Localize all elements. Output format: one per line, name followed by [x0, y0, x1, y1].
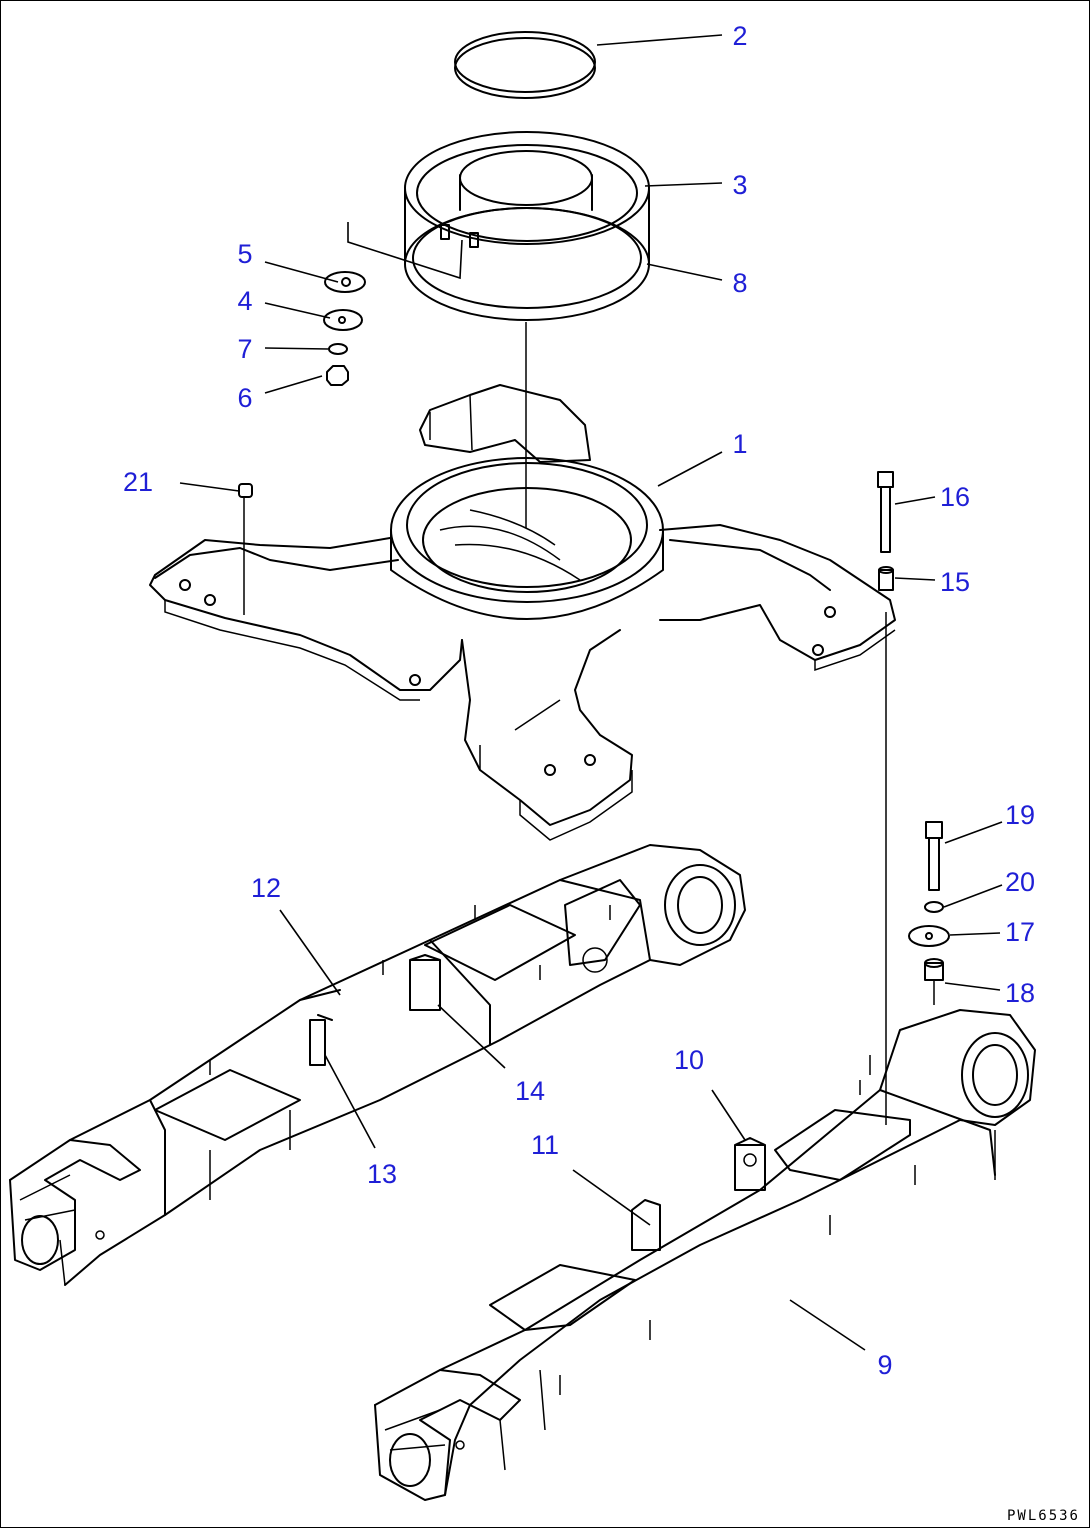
part-3-race — [404, 131, 650, 263]
leader-lines — [179, 34, 1003, 1351]
part-12-track-frame-left — [9, 844, 746, 1286]
callout-7: 7 — [237, 334, 252, 364]
part-16-bolt — [877, 471, 894, 553]
callout-14: 14 — [515, 1076, 545, 1106]
callout-11: 11 — [531, 1130, 559, 1160]
callout-20: 20 — [1005, 867, 1035, 897]
callout-3: 3 — [732, 170, 747, 200]
part-1-revolving-frame — [149, 384, 896, 841]
callout-2: 2 — [732, 21, 747, 51]
part-20-washer — [924, 901, 944, 913]
callout-18: 18 — [1005, 978, 1035, 1008]
callout-16: 16 — [940, 482, 970, 512]
callout-19: 19 — [1005, 800, 1035, 830]
part-2-ring — [454, 31, 596, 99]
part-8-bearing — [347, 207, 650, 321]
callout-6: 6 — [237, 383, 252, 413]
callout-12: 12 — [251, 873, 281, 903]
callout-15: 15 — [940, 567, 970, 597]
callout-4: 4 — [237, 286, 252, 316]
small-hardware-left — [323, 271, 366, 386]
callout-8: 8 — [732, 268, 747, 298]
callout-21: 21 — [123, 467, 153, 497]
part-9-track-frame-right — [374, 1009, 1036, 1501]
callout-13: 13 — [367, 1159, 397, 1189]
part-19-bolt — [925, 821, 943, 891]
callout-17: 17 — [1005, 917, 1035, 947]
callout-1: 1 — [732, 429, 747, 459]
part-15-spacer — [878, 566, 894, 591]
part-17-plate — [908, 925, 950, 947]
callout-10: 10 — [674, 1045, 704, 1075]
callout-5: 5 — [237, 239, 252, 269]
drawing-code: PWL6536 — [1007, 1508, 1080, 1524]
callout-9: 9 — [877, 1350, 892, 1380]
callout-labels: 1 2 3 4 5 6 7 8 9 10 11 12 13 14 15 16 1… — [123, 21, 1035, 1380]
part-18-stopper — [924, 958, 944, 1005]
